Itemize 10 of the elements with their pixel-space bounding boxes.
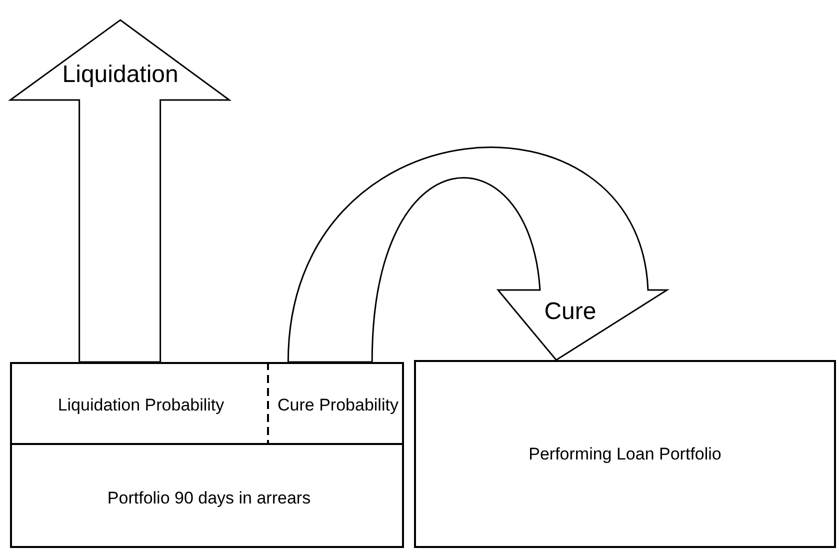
block-arrow [287,147,668,363]
block-arrow [8,19,232,363]
box-text: Performing Loan Portfolio [528,443,722,465]
arrow-label: Cure [544,298,596,326]
portfolio-box [414,360,836,548]
box-text: Portfolio 90 days in arrears [106,487,312,509]
box-text: Cure Probability [276,394,400,416]
arrow-label: Liquidation [62,61,178,89]
box-text: Liquidation Probability [56,394,226,416]
portfolio-box [10,362,404,548]
